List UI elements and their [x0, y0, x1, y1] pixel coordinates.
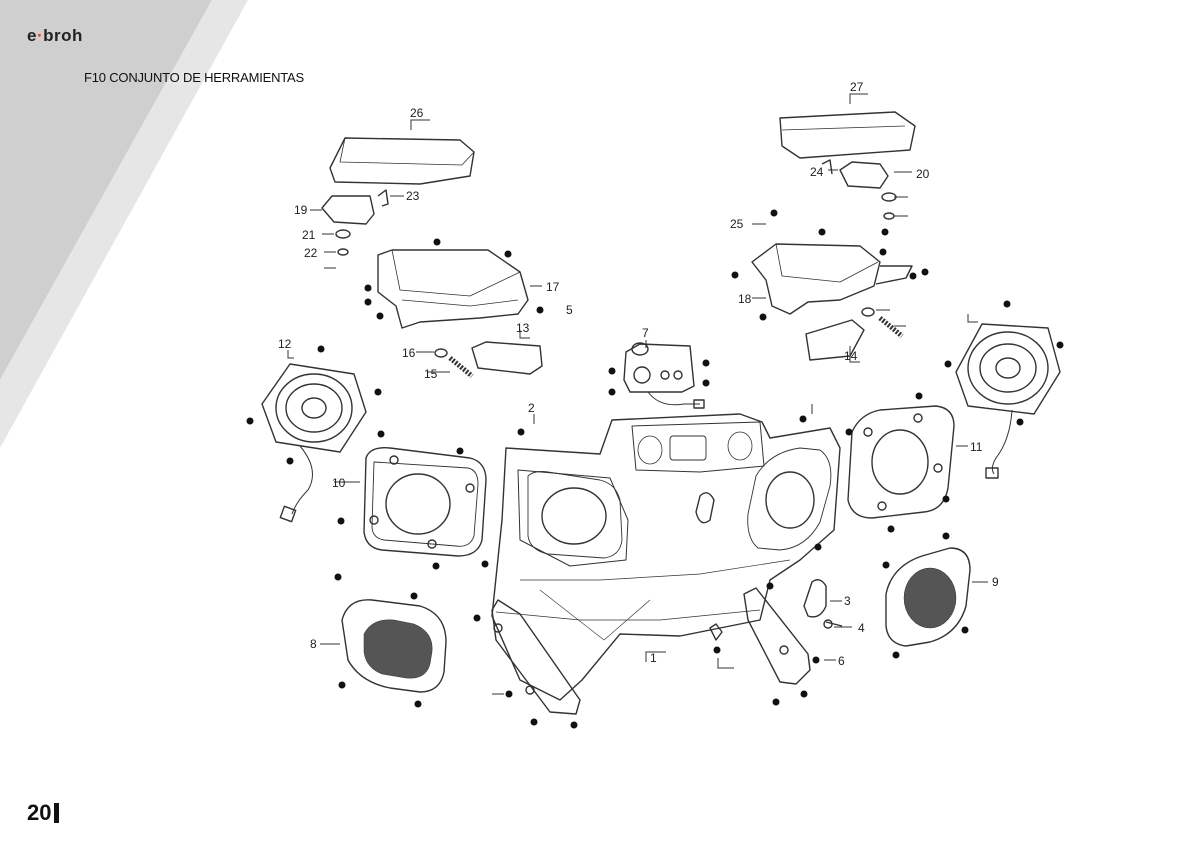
- part-12-right-speaker: [955, 323, 1061, 479]
- part-16-washer-left: [434, 348, 448, 358]
- callout-21: 21: [302, 228, 316, 242]
- callout-13: 13: [516, 321, 530, 335]
- callout-10: 10: [332, 476, 346, 490]
- callout-14: 14: [844, 349, 858, 363]
- callout-4: 4: [858, 621, 865, 635]
- callout-22: 22: [304, 246, 318, 260]
- callout-5: 5: [566, 303, 573, 317]
- callout-3: 3: [844, 594, 851, 608]
- part-16-washer-right: [861, 307, 875, 317]
- callout-9: 9: [992, 575, 999, 589]
- part-22-washer-right: [883, 212, 895, 220]
- part-15-spring-left: [448, 356, 474, 378]
- part-18-bracket: [875, 265, 913, 285]
- part-1-main-dashboard: [491, 413, 841, 701]
- callout-27: 27: [850, 80, 864, 94]
- part-22-washer-left: [337, 248, 349, 256]
- part-12-left-speaker: [261, 363, 367, 523]
- callout-8: 8: [310, 637, 317, 651]
- page-number-text: 20: [27, 800, 52, 825]
- callout-16: 16: [402, 346, 416, 360]
- callout-18: 18: [738, 292, 752, 306]
- callout-25: 25: [730, 217, 744, 231]
- part-6-right-rail: [743, 587, 811, 685]
- part-21-nut-left: [335, 229, 351, 239]
- callout-23: 23: [406, 189, 420, 203]
- part-17-left-glovebox: [377, 249, 529, 329]
- part-8-left-grille: [341, 599, 447, 693]
- leader-lines: [287, 93, 988, 695]
- section-title: F10 CONJUNTO DE HERRAMIENTAS: [84, 70, 305, 85]
- part-19-latch: [321, 195, 375, 225]
- brand-dot: ·: [36, 26, 44, 45]
- part-20-latch: [839, 161, 889, 189]
- part-21-nut-right: [881, 192, 897, 202]
- callout-17: 17: [546, 280, 560, 294]
- callout-19: 19: [294, 203, 308, 217]
- brand-suffix: broh: [43, 26, 83, 45]
- callout-1: 1: [650, 651, 657, 665]
- stripe-light: [0, 0, 248, 448]
- part-4-screw: [825, 621, 843, 627]
- part-9-right-grille: [885, 547, 971, 647]
- callout-6: 6: [838, 654, 845, 668]
- part-2-clip: [709, 623, 723, 641]
- page-number: 20: [27, 800, 60, 826]
- part-14-cover: [805, 319, 865, 361]
- part-24-hook: [821, 159, 833, 175]
- callout-7: 7: [642, 326, 649, 340]
- callout-11: 11: [970, 440, 983, 454]
- part-23-hook: [377, 189, 389, 207]
- page-number-bar: [54, 803, 60, 823]
- callout-12: 12: [278, 337, 292, 351]
- callout-26: 26: [410, 106, 424, 120]
- part-26-left-lid: [329, 137, 475, 185]
- brand-logo: e·broh: [27, 26, 83, 46]
- part-18-right-glovebox: [751, 243, 881, 315]
- brand-prefix: e: [27, 26, 37, 45]
- part-6-left-rail: [491, 599, 581, 715]
- part-10-left-bezel: [363, 447, 487, 557]
- fasteners-group: [246, 209, 1064, 729]
- callout-15: 15: [424, 367, 438, 381]
- callout-2: 2: [528, 401, 535, 415]
- part-13-cover: [471, 341, 543, 375]
- part-3-hook: [803, 579, 827, 618]
- part-11-right-bezel: [847, 405, 955, 519]
- part-7-switch-panel: [623, 343, 695, 393]
- callout-20: 20: [916, 167, 930, 181]
- callout-24: 24: [810, 165, 824, 179]
- callout-labels: 1 2 3 4 5 6 7 8 9 10 11 12 13 14 15 16 1…: [278, 80, 999, 668]
- part-15-spring-right: [878, 316, 904, 338]
- part-27-right-lid: [779, 111, 916, 159]
